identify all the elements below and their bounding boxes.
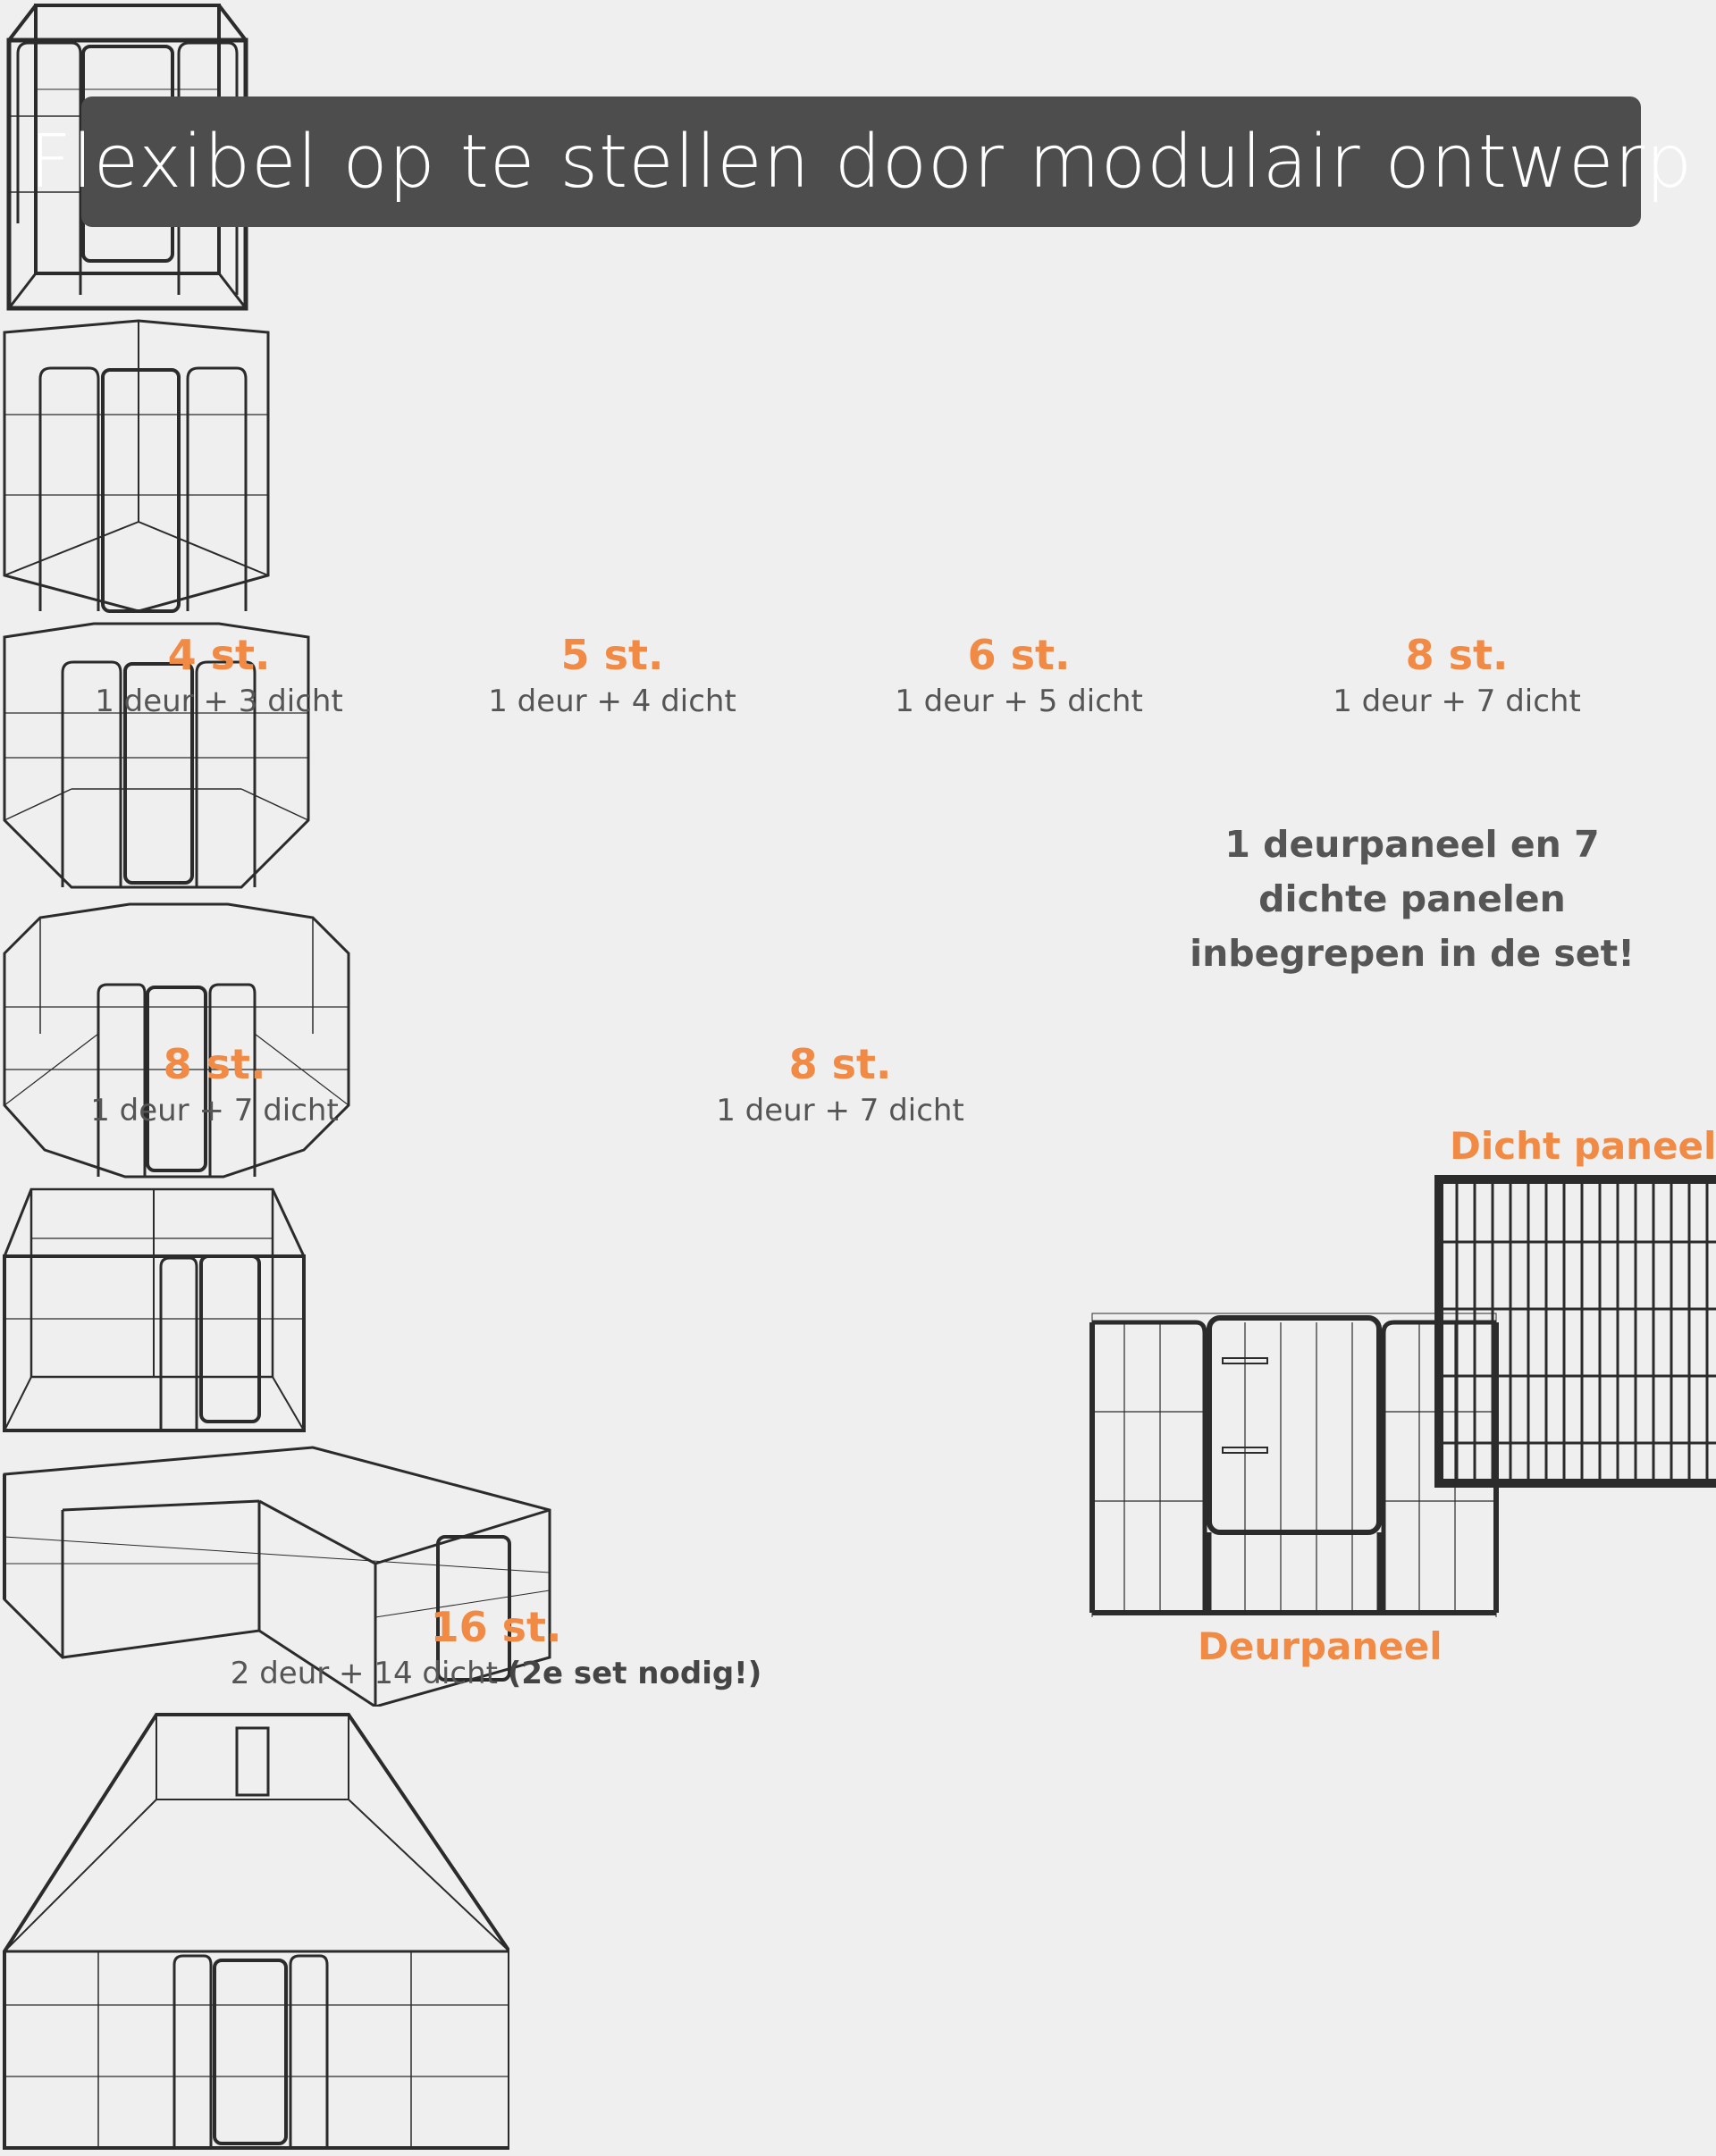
square-pen-icon — [6, 4, 248, 311]
config-caption: 8 st. 1 deur + 7 dicht — [1332, 632, 1582, 721]
panel-count: 6 st. — [967, 631, 1071, 679]
page-title: Flexibel op te stellen door modulair ont… — [29, 119, 1694, 205]
config-5-panels: 5 st. 1 deur + 4 dicht — [0, 316, 1716, 719]
panel-description: 1 deur + 5 dicht — [895, 684, 1143, 719]
rectangle-pen-icon — [3, 1187, 306, 1432]
included-panels-note: 1 deurpaneel en 7 dichte panelen inbegre… — [1171, 818, 1653, 981]
solid-panel-icon — [1434, 1175, 1716, 1488]
config-caption: 4 st. 1 deur + 3 dicht — [85, 632, 353, 721]
note-line: inbegrepen in de set! — [1190, 932, 1635, 975]
panel-description: 1 deur + 7 dicht — [1333, 684, 1581, 719]
panel-count: 8 st. — [788, 1040, 892, 1088]
panel-count: 5 st. — [560, 631, 664, 679]
config-caption: 16 st. 2 deur + 14 dicht (2e set nodig!) — [228, 1604, 764, 1693]
config-caption: 8 st. 1 deur + 7 dicht — [715, 1041, 965, 1130]
octagon-pen-icon — [3, 902, 350, 1179]
config-16-panels: 16 st. 2 deur + 14 dicht (2e set nodig!) — [0, 1604, 1716, 2156]
panel-count: 4 st. — [167, 631, 271, 679]
note-line: dichte panelen — [1258, 877, 1566, 920]
config-8-panels-l-shape: 8 st. 1 deur + 7 dicht — [0, 1041, 1716, 1710]
door-panel-label: Deurpaneel — [1198, 1624, 1443, 1668]
door-panel-icon — [1089, 1313, 1499, 1617]
panel-count: 8 st. — [1405, 631, 1509, 679]
panel-description: 1 deur + 3 dicht — [95, 684, 343, 719]
large-rectangle-pen-icon — [2, 1713, 511, 2150]
panel-description: 2 deur + 14 dicht (2e set nodig!) — [228, 1654, 764, 1693]
hexagon-pen-icon — [3, 622, 310, 889]
config-4-panels: 4 st. 1 deur + 3 dicht — [0, 0, 1716, 719]
config-caption: 5 st. 1 deur + 4 dicht — [487, 632, 737, 721]
second-set-note: (2e set nodig!) — [507, 1656, 762, 1691]
panel-count: 8 st. — [163, 1040, 266, 1088]
pentagon-pen-icon — [3, 319, 270, 613]
panel-description: 1 deur + 4 dicht — [488, 684, 736, 719]
config-6-panels: 6 st. 1 deur + 5 dicht — [0, 619, 1716, 900]
config-caption: 6 st. 1 deur + 5 dicht — [894, 632, 1144, 721]
panel-description-text: 2 deur + 14 dicht — [230, 1656, 498, 1691]
config-8-panels-octagon: 8 st. 1 deur + 7 dicht — [0, 632, 1716, 1185]
panel-description: 1 deur + 7 dicht — [90, 1093, 339, 1128]
note-line: 1 deurpaneel en 7 — [1224, 823, 1600, 866]
solid-panel-label: Dicht paneel — [1450, 1124, 1716, 1168]
title-banner: Flexibel op te stellen door modulair ont… — [29, 96, 1692, 227]
panel-count: 16 st. — [430, 1603, 562, 1651]
config-8-panels-rectangle: 8 st. 1 deur + 7 dicht — [0, 1041, 1716, 1439]
config-caption: 8 st. 1 deur + 7 dicht — [89, 1041, 340, 1130]
panel-description: 1 deur + 7 dicht — [716, 1093, 964, 1128]
